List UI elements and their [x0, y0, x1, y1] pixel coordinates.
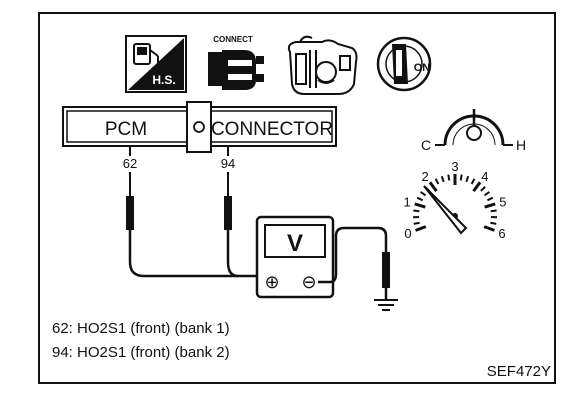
temp-hot-label: H	[516, 137, 526, 153]
ground-symbol	[374, 299, 398, 311]
tach-major-tick	[415, 225, 427, 232]
temp-gauge: C H	[421, 109, 526, 153]
voltmeter: V ⊕ ⊖	[255, 215, 335, 299]
tach-minor-tick	[424, 186, 430, 192]
tach-minor-tick	[434, 178, 440, 185]
ground-probe	[382, 252, 390, 288]
terminal-94: 94	[221, 147, 235, 230]
gas-hs-icon: H.S.	[125, 35, 187, 93]
tach-minor-tick	[470, 178, 476, 185]
tach-major-tick	[483, 225, 495, 232]
ignition-key-icon: ON	[376, 36, 432, 92]
tach-scale-label: 5	[499, 195, 506, 210]
connect-icon: CONNECT	[208, 35, 264, 90]
tach-minor-tick	[480, 186, 486, 192]
ignition-on-label: ON	[414, 62, 431, 74]
tach-minor-tick	[416, 196, 424, 202]
tachometer: 0 12 3 45 6	[403, 159, 506, 241]
tach-scale-label: 2	[422, 169, 429, 184]
pcm-label: PCM	[105, 119, 147, 140]
engine-icon	[287, 35, 358, 95]
probe-wire-positive	[128, 230, 268, 278]
tach-minor-tick	[413, 221, 420, 225]
tach-scale-label: 1	[403, 195, 410, 210]
tach-major-tick	[472, 181, 482, 193]
temp-cold-label: C	[421, 137, 431, 153]
tach-major-tick	[428, 181, 438, 193]
tach-minor-tick	[465, 175, 470, 183]
tach-minor-tick	[486, 196, 494, 202]
connector-label: CONNECTOR	[211, 119, 333, 140]
tach-minor-tick	[440, 175, 445, 183]
voltmeter-plus-terminal: ⊕	[264, 272, 279, 293]
terminal-62-label: 62	[123, 156, 137, 171]
tach-minor-tick	[459, 174, 463, 181]
terminal-94-label: 94	[221, 156, 235, 171]
legend-line-94: 94: HO2S1 (front) (bank 2)	[52, 344, 230, 361]
tach-scale-label: 3	[451, 159, 458, 174]
tach-minor-tick	[490, 209, 497, 213]
tach-scale-label: 4	[481, 169, 488, 184]
figure-code: SEF472Y	[487, 363, 551, 380]
tach-major-tick	[414, 202, 426, 209]
voltmeter-label: V	[287, 230, 303, 257]
probe-wire-94	[226, 230, 239, 278]
voltmeter-minus-terminal: ⊖	[301, 272, 316, 293]
tach-minor-tick	[490, 221, 497, 225]
legend-line-62: 62: HO2S1 (front) (bank 1)	[52, 320, 230, 337]
tach-minor-tick	[483, 191, 490, 197]
tach-major-tick	[484, 202, 496, 209]
tach-minor-tick	[413, 209, 420, 213]
tachometer-needle	[423, 185, 468, 235]
tach-minor-tick	[420, 191, 427, 197]
tach-minor-tick	[447, 174, 451, 181]
connect-label: CONNECT	[213, 35, 253, 44]
ground-wire	[318, 226, 388, 284]
terminal-62: 62	[123, 147, 137, 230]
tach-scale-label: 0	[404, 226, 411, 241]
tach-scale-label: 6	[498, 226, 505, 241]
pcm-connector-box: PCM CONNECTOR	[62, 101, 337, 153]
figure-frame	[38, 12, 556, 384]
gas-hs-label: H.S.	[152, 73, 175, 87]
